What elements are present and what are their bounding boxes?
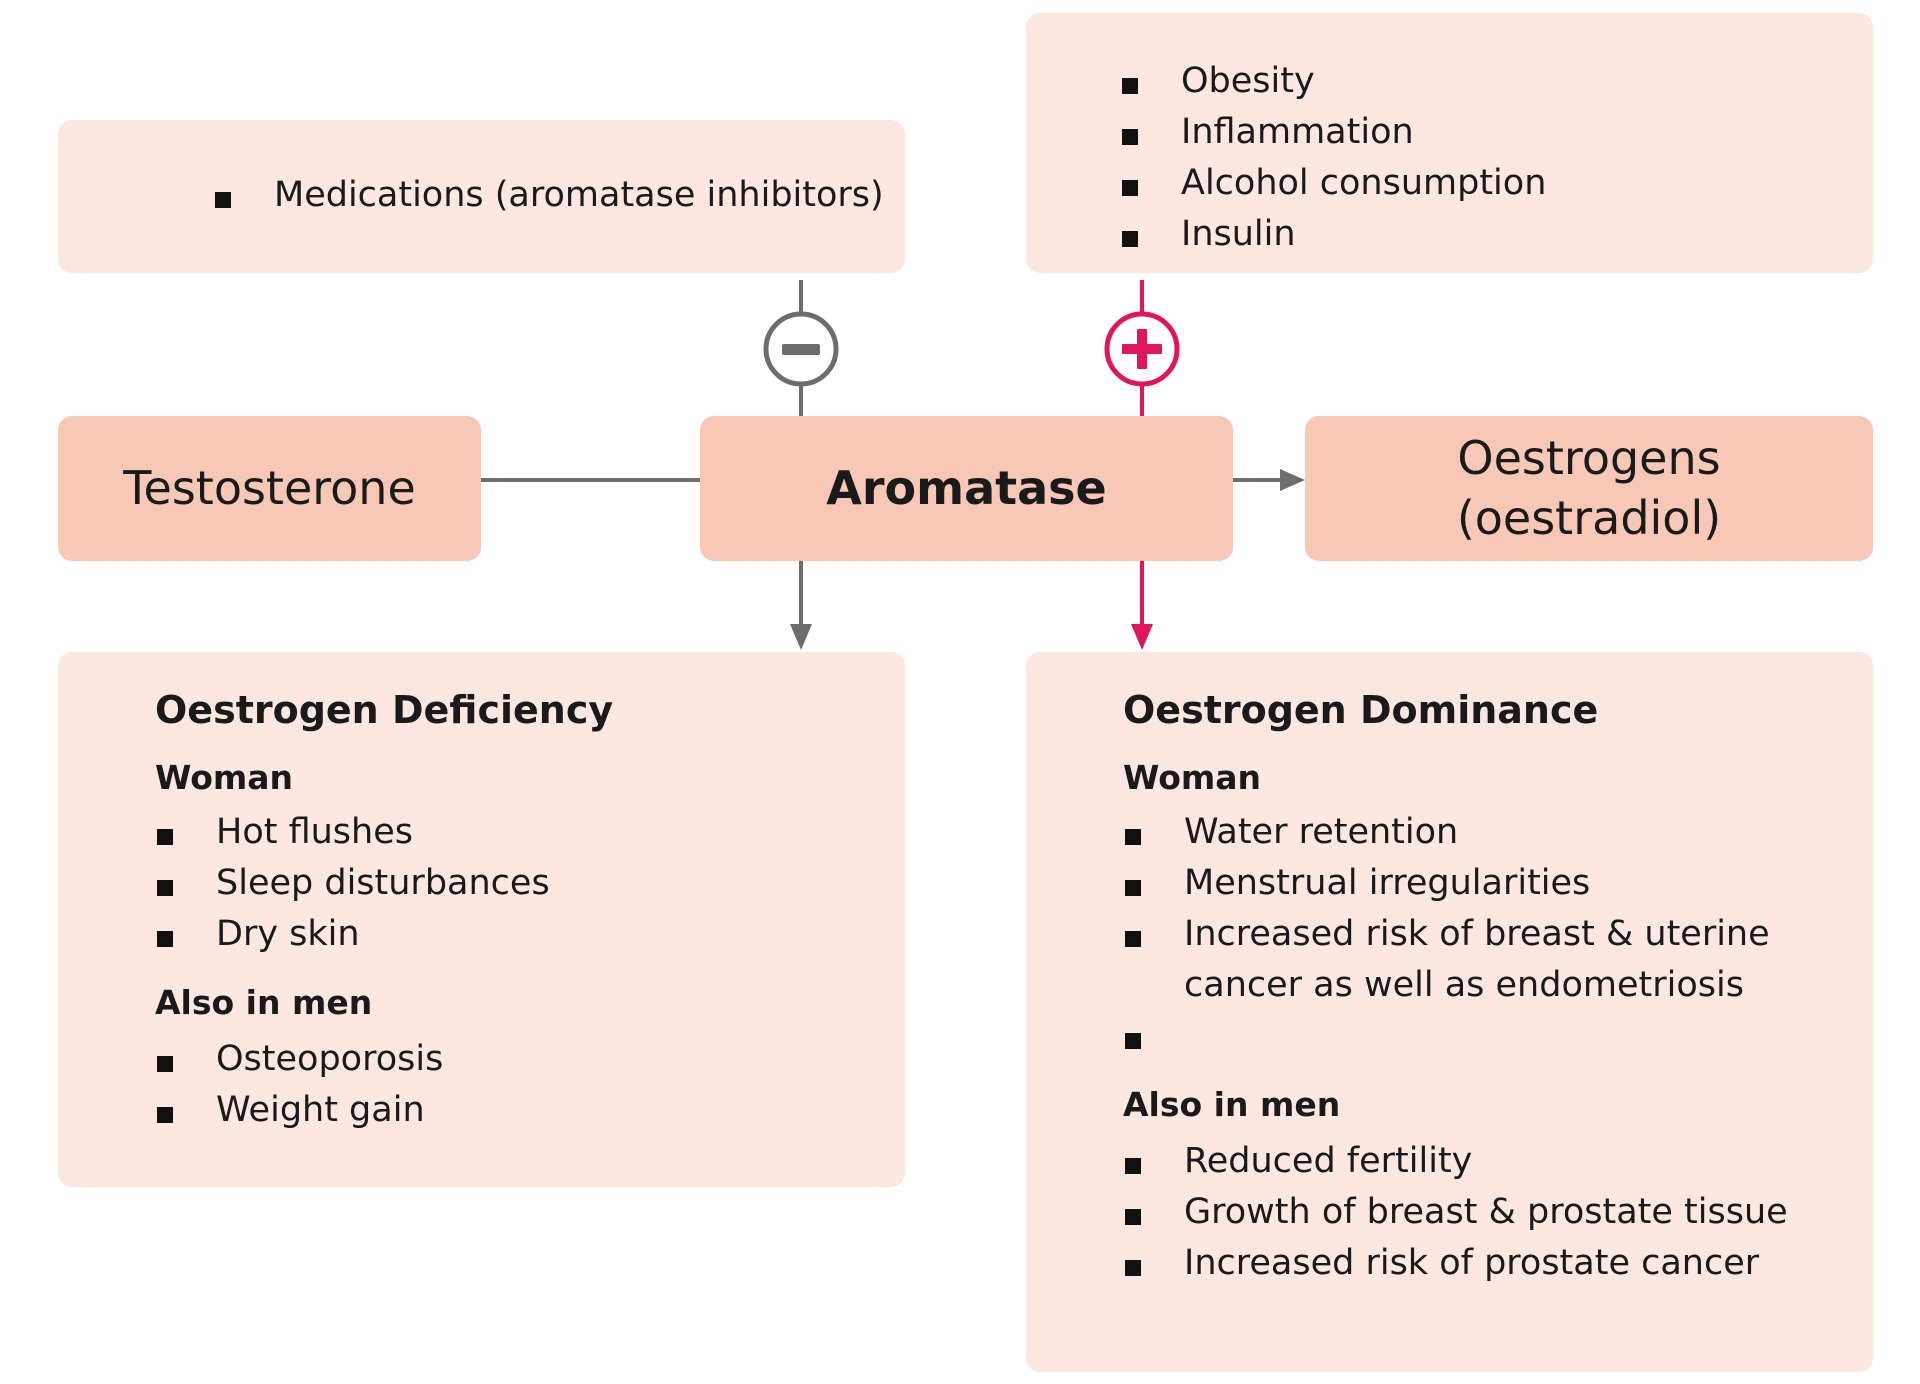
deficiency-box: Oestrogen Deficiency Woman Hot flushes S… [58, 652, 905, 1187]
dominance-woman-list: Water retention Menstrual irregularities… [1123, 807, 1833, 1062]
deficiency-men-item: Osteoporosis [155, 1034, 865, 1085]
aromatase-node: Aromatase [700, 416, 1233, 561]
dominance-box: Oestrogen Dominance Woman Water retentio… [1026, 652, 1873, 1372]
testosterone-label: Testosterone [123, 460, 416, 515]
inhibitors-list: Medications (aromatase inhibitors) [213, 170, 905, 221]
aromatase-to-deficiency-arrowhead [790, 624, 812, 650]
aromatase-label: Aromatase [826, 460, 1107, 515]
dominance-men-item: Reduced fertility [1123, 1136, 1833, 1187]
deficiency-men-list: Osteoporosis Weight gain [155, 1034, 865, 1136]
dominance-men-list: Reduced fertility Growth of breast & pro… [1123, 1136, 1833, 1289]
dominance-woman-item: Water retention [1123, 807, 1833, 858]
minus-sign-bar [782, 344, 820, 355]
testosterone-node: Testosterone [58, 416, 481, 561]
dominance-men-heading: Also in men [1123, 1085, 1341, 1124]
dominance-woman-item [1123, 1011, 1833, 1062]
promoter-item: Insulin [1120, 209, 1873, 260]
oestrogens-label-line1: Oestrogens [1457, 430, 1721, 485]
deficiency-woman-item: Sleep disturbances [155, 858, 865, 909]
plus-sign-bar-v [1137, 329, 1147, 369]
aromatase-to-oestrogens-arrowhead [1280, 469, 1305, 491]
deficiency-men-item: Weight gain [155, 1085, 865, 1136]
dominance-men-item: Increased risk of prostate cancer [1123, 1238, 1833, 1289]
promoters-list: Obesity Inflammation Alcohol consumption… [1120, 56, 1873, 260]
oestrogens-label-line2: (oestradiol) [1456, 490, 1722, 545]
deficiency-woman-list: Hot flushes Sleep disturbances Dry skin [155, 807, 865, 960]
dominance-men-item: Growth of breast & prostate tissue [1123, 1187, 1833, 1238]
inhibitors-box: Medications (aromatase inhibitors) [58, 120, 905, 273]
promoter-item: Inflammation [1120, 107, 1873, 158]
promoter-item: Obesity [1120, 56, 1873, 107]
deficiency-men-heading: Also in men [155, 983, 373, 1022]
dominance-woman-item: Increased risk of breast & uterine cance… [1123, 909, 1833, 1011]
deficiency-woman-item: Hot flushes [155, 807, 865, 858]
promoter-item: Alcohol consumption [1120, 158, 1873, 209]
deficiency-title: Oestrogen Deficiency [155, 688, 614, 732]
dominance-woman-item: Menstrual irregularities [1123, 858, 1833, 909]
deficiency-woman-item: Dry skin [155, 909, 865, 960]
dominance-title: Oestrogen Dominance [1123, 688, 1599, 732]
promoters-box: Obesity Inflammation Alcohol consumption… [1026, 13, 1873, 273]
aromatase-to-dominance-arrowhead [1131, 624, 1153, 650]
dominance-woman-heading: Woman [1123, 758, 1262, 797]
inhibitor-item: Medications (aromatase inhibitors) [213, 170, 905, 221]
deficiency-woman-heading: Woman [155, 758, 294, 797]
oestrogens-node: Oestrogens (oestradiol) [1305, 416, 1873, 561]
